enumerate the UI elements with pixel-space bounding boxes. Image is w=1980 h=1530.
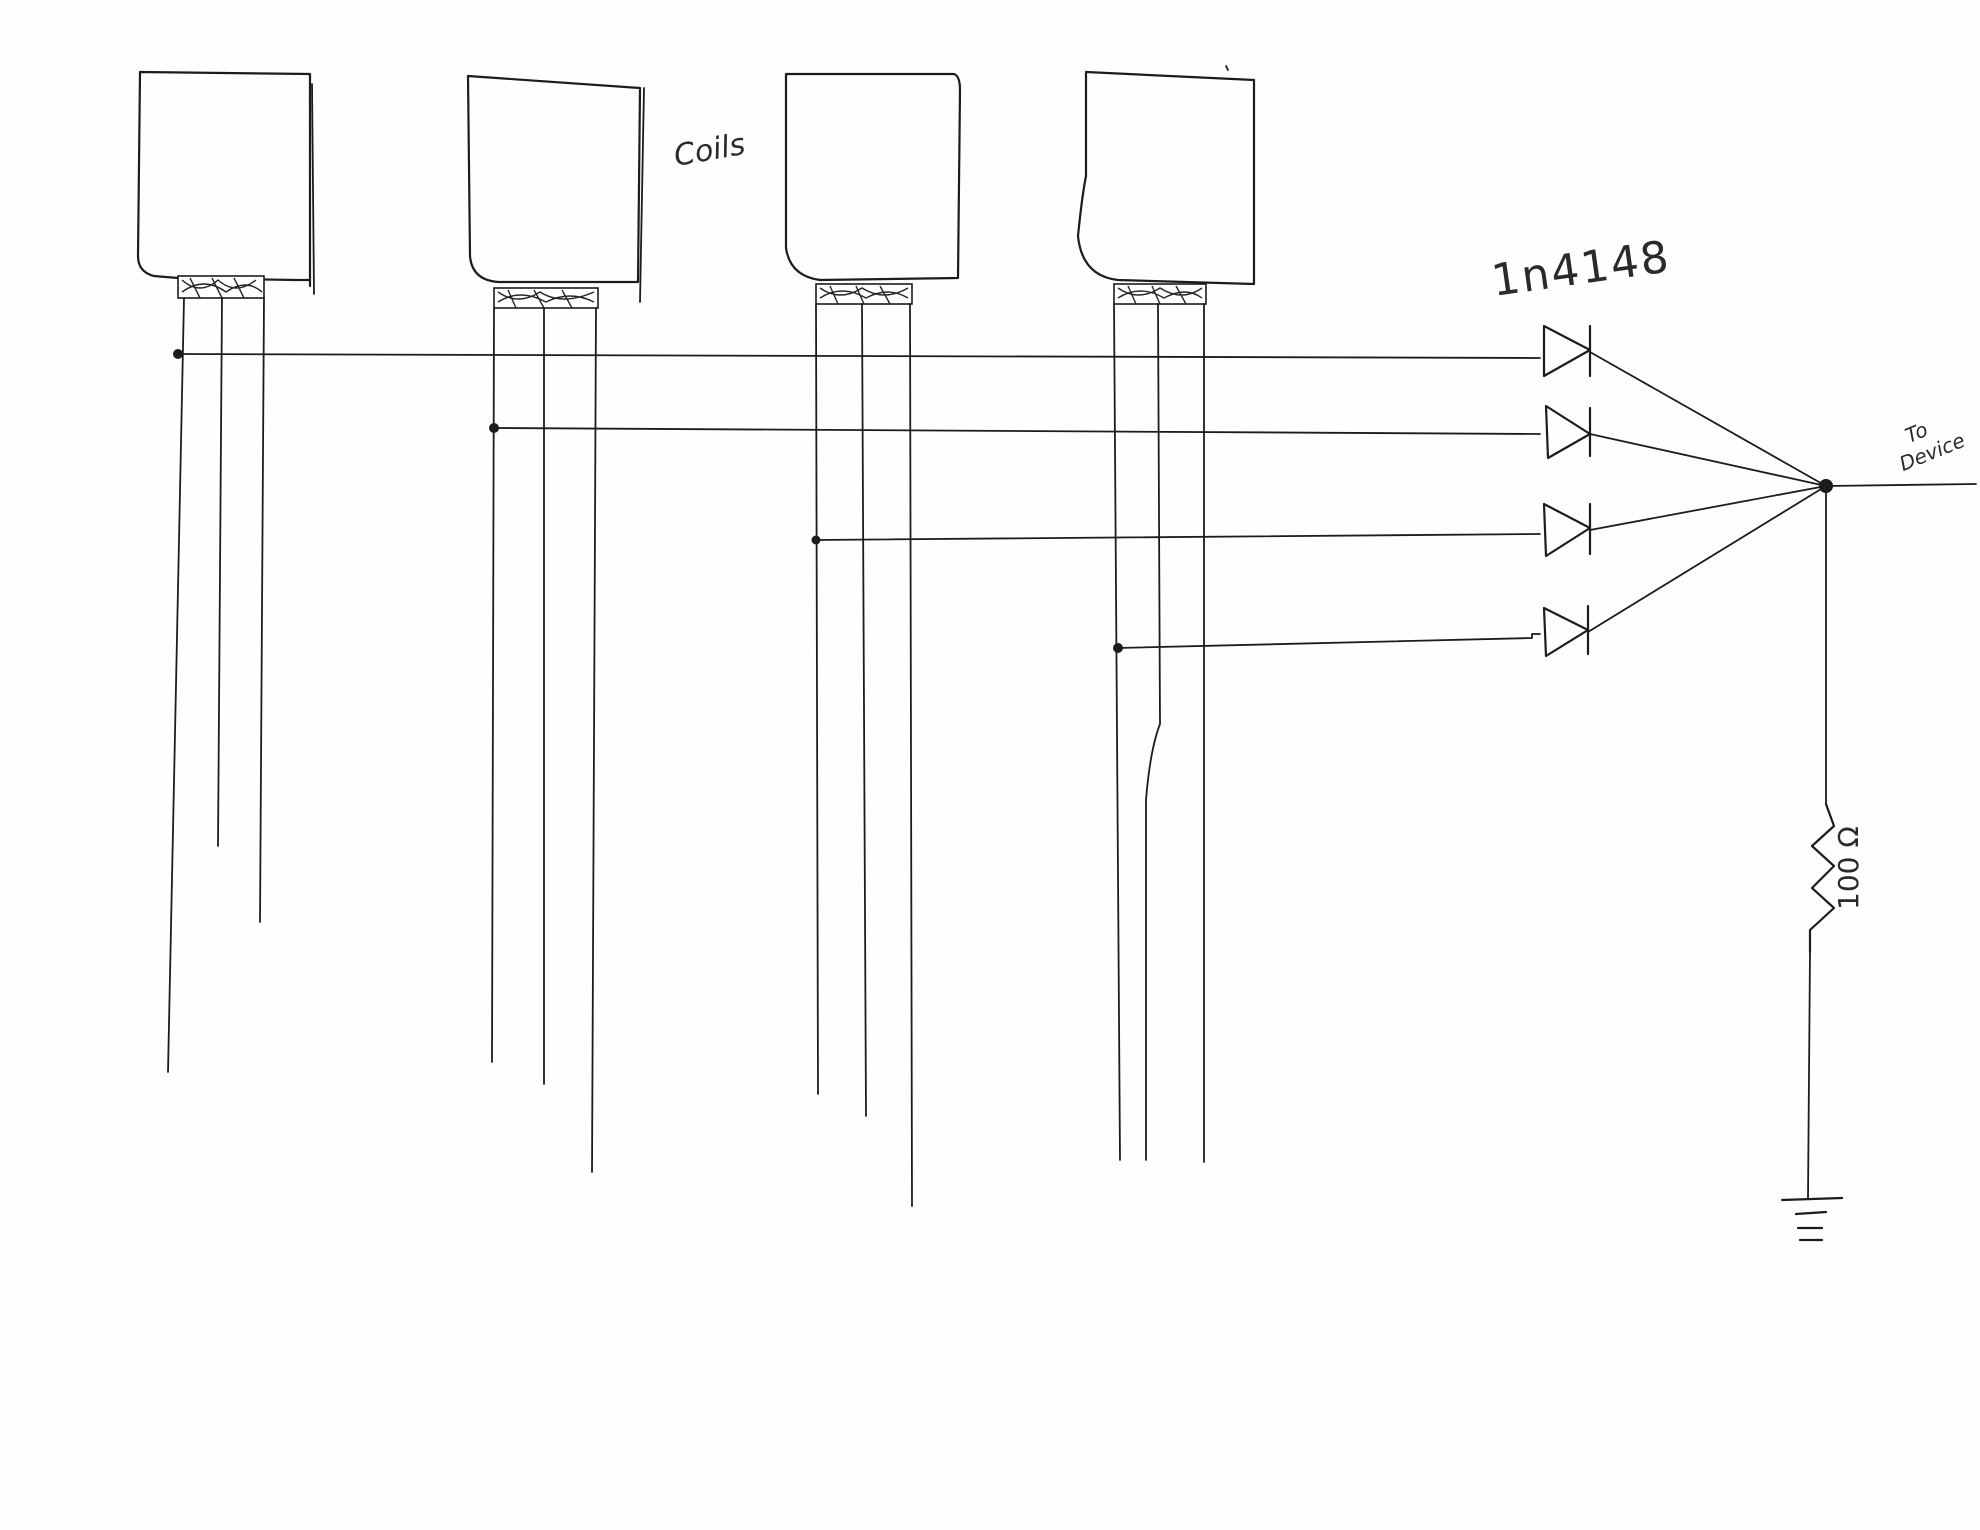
device-label: To Device bbox=[1896, 417, 1968, 476]
coil-4-body bbox=[1076, 70, 1256, 286]
coil-2-lead-a bbox=[491, 307, 495, 1063]
coil-1-edge bbox=[311, 83, 315, 295]
output-wire-to-device bbox=[1825, 483, 1977, 487]
diode-1 bbox=[1542, 324, 1592, 378]
output-fan-in bbox=[1587, 351, 1977, 633]
resistor-ground-branch bbox=[1780, 485, 1844, 1242]
junction-coil-2 bbox=[489, 423, 499, 433]
diode-4 bbox=[1542, 604, 1590, 658]
coil-3 bbox=[784, 72, 962, 1207]
junction-coil-3 bbox=[811, 535, 821, 545]
coils-label: Coils bbox=[671, 127, 748, 174]
coil-2-winding bbox=[493, 287, 599, 309]
wire-coil-1 bbox=[177, 353, 1541, 359]
resistor-value-label: 100 Ω bbox=[1832, 826, 1865, 910]
coil-4 bbox=[1076, 65, 1256, 1163]
coil-1-body bbox=[136, 70, 312, 288]
diode-array bbox=[1542, 324, 1592, 658]
coil-1-lead-c bbox=[259, 297, 265, 923]
coil-4-lead-a bbox=[1113, 303, 1121, 1161]
junction-coil-1 bbox=[173, 349, 183, 359]
coil-3-body bbox=[784, 72, 962, 282]
wire-coil-2 bbox=[493, 427, 1541, 435]
coil-3-winding bbox=[815, 283, 913, 305]
coil-2-body bbox=[466, 74, 642, 284]
wire-coil-4 bbox=[1117, 633, 1541, 649]
coil-3-lead-a bbox=[815, 303, 819, 1095]
coil-4-lead-b bbox=[1145, 303, 1161, 1161]
ground-icon bbox=[1780, 1196, 1844, 1242]
coil-2-edge bbox=[639, 87, 645, 303]
coil-2 bbox=[466, 74, 645, 1173]
resistor-100-ohm bbox=[1808, 802, 1836, 954]
coil-4-winding bbox=[1113, 283, 1207, 305]
coil-1 bbox=[136, 70, 315, 1073]
diode-2 bbox=[1544, 404, 1592, 460]
coil-4-mark bbox=[1225, 65, 1229, 71]
bus-wires bbox=[173, 349, 1541, 653]
coil-2-lead-c bbox=[591, 307, 597, 1173]
diode-part-label: 1n4148 bbox=[1488, 231, 1673, 307]
wire-coil-3 bbox=[815, 533, 1541, 541]
diode-3 bbox=[1542, 502, 1592, 558]
coil-3-lead-c bbox=[909, 303, 913, 1207]
coil-1-lead-b bbox=[217, 297, 223, 847]
coil-1-lead-a bbox=[167, 297, 185, 1073]
junction-coil-4 bbox=[1113, 643, 1123, 653]
coil-1-winding bbox=[177, 275, 265, 299]
coil-3-lead-b bbox=[861, 303, 867, 1117]
